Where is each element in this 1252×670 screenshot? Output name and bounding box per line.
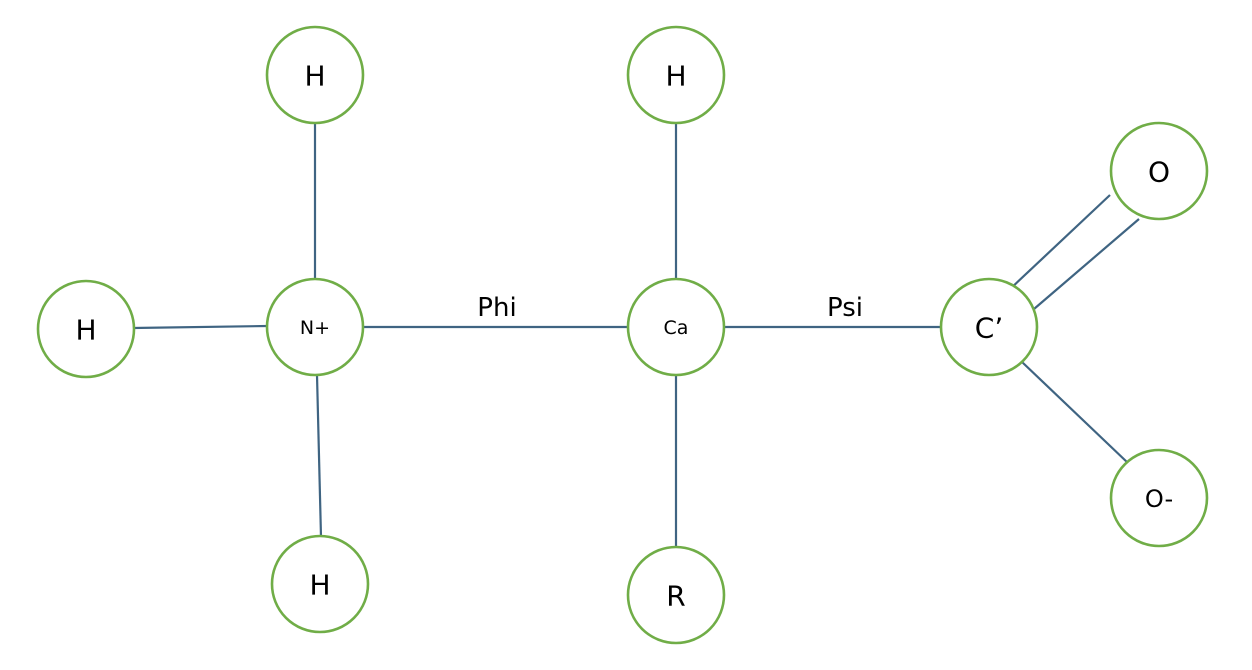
svg-text:R: R — [666, 580, 685, 613]
bond-c-o-minus — [1021, 361, 1129, 464]
atom-n-plus: N+ — [265, 277, 365, 377]
phi-label: Phi — [477, 293, 516, 323]
atom-h-bottom-left: H — [270, 534, 370, 634]
svg-text:C’: C’ — [975, 312, 1003, 345]
atom-r: R — [626, 545, 726, 645]
svg-text:O: O — [1148, 156, 1170, 189]
svg-text:O-: O- — [1145, 485, 1173, 513]
bond-n-h-left — [132, 324, 268, 330]
svg-text:N+: N+ — [300, 317, 330, 339]
atom-h-left: H — [36, 279, 136, 379]
atom-h-top-left: H — [265, 25, 365, 125]
psi-label: Psi — [827, 293, 863, 323]
svg-text:H: H — [75, 314, 96, 347]
svg-text:H: H — [665, 60, 686, 93]
bond-c-o-double-1 — [1008, 194, 1111, 291]
atom-h-top-mid: H — [626, 25, 726, 125]
atom-o: O — [1109, 121, 1209, 221]
svg-text:Ca: Ca — [664, 317, 689, 339]
atom-ca: Ca — [626, 277, 726, 377]
atom-c-prime: C’ — [939, 277, 1039, 377]
svg-text:H: H — [304, 60, 325, 93]
bond-c-o-double-2 — [1033, 218, 1140, 310]
atom-o-minus: O- — [1109, 448, 1209, 548]
bond-n-h-bottom — [315, 374, 323, 538]
svg-text:H: H — [309, 569, 330, 602]
